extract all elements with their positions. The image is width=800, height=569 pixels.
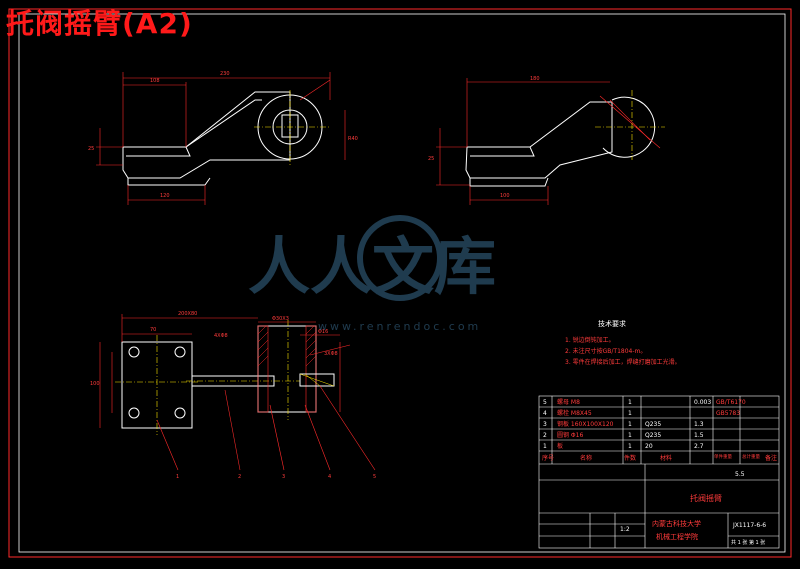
balloon-3: 3	[282, 474, 285, 480]
svg-text:100: 100	[90, 381, 100, 387]
svg-text:GB/T6170: GB/T6170	[716, 399, 746, 406]
title-block-text: 托阀摇臂 内蒙古科技大学 机械工程学院 JX1117-6-6 共 1 张 第 1…	[620, 471, 766, 546]
svg-text:25: 25	[88, 146, 94, 152]
tech-requirements-heading: 技术要求	[598, 319, 626, 328]
svg-text:2.7: 2.7	[694, 443, 704, 450]
department-name: 机械工程学院	[656, 532, 698, 541]
sheet-info: 共 1 张 第 1 张	[731, 539, 765, 546]
front-view	[122, 90, 330, 186]
svg-text:4: 4	[543, 410, 547, 417]
svg-text:单件重量: 单件重量	[714, 453, 732, 460]
assembly-dimensions	[99, 314, 376, 471]
svg-text:Φ30X3: Φ30X3	[272, 316, 289, 322]
svg-text:序号: 序号	[542, 454, 554, 462]
balloon-5: 5	[373, 474, 376, 480]
svg-text:Q235: Q235	[645, 432, 661, 439]
svg-text:5: 5	[543, 399, 547, 406]
side-view	[465, 90, 665, 187]
svg-text:名称: 名称	[580, 454, 592, 462]
assembly-view	[115, 320, 335, 435]
tech-requirement-1: 1. 锐边倒钝加工。	[565, 336, 615, 344]
front-view-dim-text: 230 108 120 25 R40	[88, 71, 358, 199]
svg-text:1: 1	[543, 443, 547, 450]
svg-text:1.5: 1.5	[694, 432, 704, 439]
svg-text:1: 1	[628, 432, 632, 439]
watermark-brand: 人人文库	[248, 230, 496, 303]
school-name: 内蒙古科技大学	[652, 519, 701, 528]
svg-text:20: 20	[645, 443, 653, 450]
part-name: 托阀摇臂	[690, 493, 722, 503]
watermark-url: www.renrendoc.com	[318, 320, 481, 333]
svg-text:4XΦ8: 4XΦ8	[214, 333, 228, 339]
side-view-dim-text: 180 100 25	[428, 76, 540, 199]
side-view-dimensions	[436, 78, 610, 205]
svg-text:总计重量: 总计重量	[742, 453, 760, 460]
svg-text:3: 3	[543, 421, 547, 428]
title-block	[538, 395, 780, 549]
tech-requirement-3: 3. 零件在焊接后加工，焊缝打磨加工光滑。	[565, 358, 681, 366]
svg-text:1: 1	[628, 399, 632, 406]
drawing-title: 托阀摇臂(A2)	[6, 7, 193, 40]
svg-text:GB5783: GB5783	[716, 410, 740, 417]
svg-text:180: 180	[530, 76, 540, 82]
parts-list: 5 螺母 M8 1 0.003 GB/T6170 4 螺栓 M8X45 1 GB…	[542, 398, 777, 462]
svg-text:25: 25	[428, 156, 434, 162]
svg-text:1: 1	[628, 421, 632, 428]
svg-text:230: 230	[220, 71, 230, 77]
drawing-number: JX1117-6-6	[732, 522, 766, 529]
svg-text:100: 100	[500, 193, 510, 199]
svg-text:1: 1	[628, 410, 632, 417]
svg-text:0.003: 0.003	[694, 399, 711, 406]
svg-text:1: 1	[628, 443, 632, 450]
svg-text:70: 70	[150, 327, 156, 333]
svg-text:备注: 备注	[765, 454, 777, 462]
svg-text:件数: 件数	[624, 454, 636, 462]
scale: 1:2	[620, 526, 630, 533]
balloon-1: 1	[176, 474, 179, 480]
outer-border	[8, 8, 792, 558]
svg-text:螺栓 M8X45: 螺栓 M8X45	[557, 409, 592, 417]
balloon-numbers: 1 2 3 4 5	[176, 474, 376, 480]
svg-text:钢板 160X100X120: 钢板 160X100X120	[557, 420, 614, 428]
svg-text:2: 2	[543, 432, 547, 439]
svg-text:120: 120	[160, 193, 170, 199]
tech-requirement-2: 2. 未注尺寸按GB/T1804-m。	[565, 347, 646, 355]
svg-text:圆钢 Φ16: 圆钢 Φ16	[557, 431, 583, 439]
front-view-dimensions	[96, 72, 346, 205]
svg-text:螺母 M8: 螺母 M8	[557, 398, 580, 406]
assembly-dim-text: 200X80 70 4XΦ8 Φ30X3 Φ16 3XΦ8 100	[90, 311, 338, 387]
tech-requirements: 技术要求 1. 锐边倒钝加工。 2. 未注尺寸按GB/T1804-m。 3. 零…	[565, 319, 681, 366]
balloon-2: 2	[238, 474, 241, 480]
watermark: 人人文库 www.renrendoc.com	[248, 215, 496, 333]
svg-text:Φ16: Φ16	[318, 329, 328, 335]
balloon-4: 4	[328, 474, 331, 480]
svg-text:200X80: 200X80	[178, 311, 197, 317]
mass: 5.5	[735, 471, 745, 478]
svg-text:108: 108	[150, 78, 160, 84]
svg-text:板: 板	[557, 442, 563, 450]
inner-border	[18, 13, 786, 553]
svg-text:材料: 材料	[660, 454, 672, 462]
svg-text:3XΦ8: 3XΦ8	[324, 351, 338, 357]
svg-text:1.3: 1.3	[694, 421, 704, 428]
svg-text:Q235: Q235	[645, 421, 661, 428]
svg-text:R40: R40	[348, 136, 358, 142]
